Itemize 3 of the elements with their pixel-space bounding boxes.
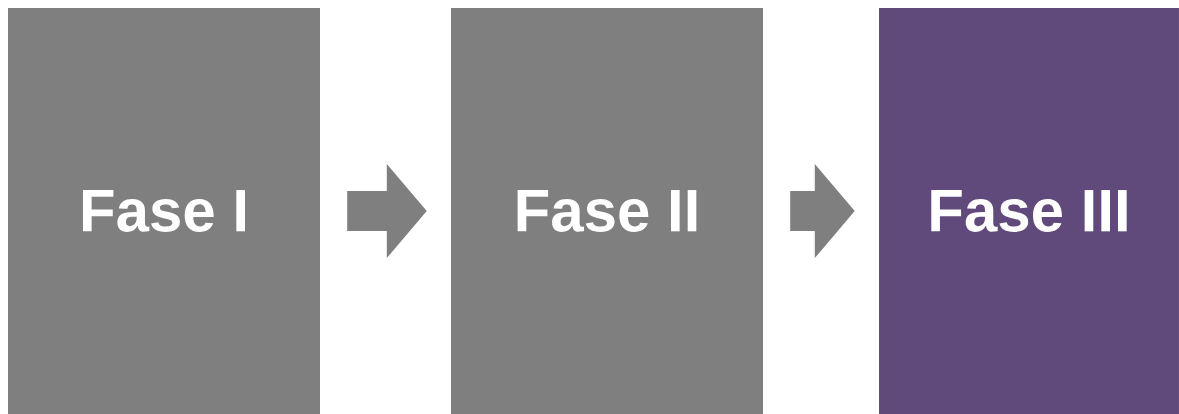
phase-box: Fase I <box>8 8 320 414</box>
phase-box: Fase II <box>451 8 763 414</box>
phase-box: Fase III <box>879 8 1179 414</box>
